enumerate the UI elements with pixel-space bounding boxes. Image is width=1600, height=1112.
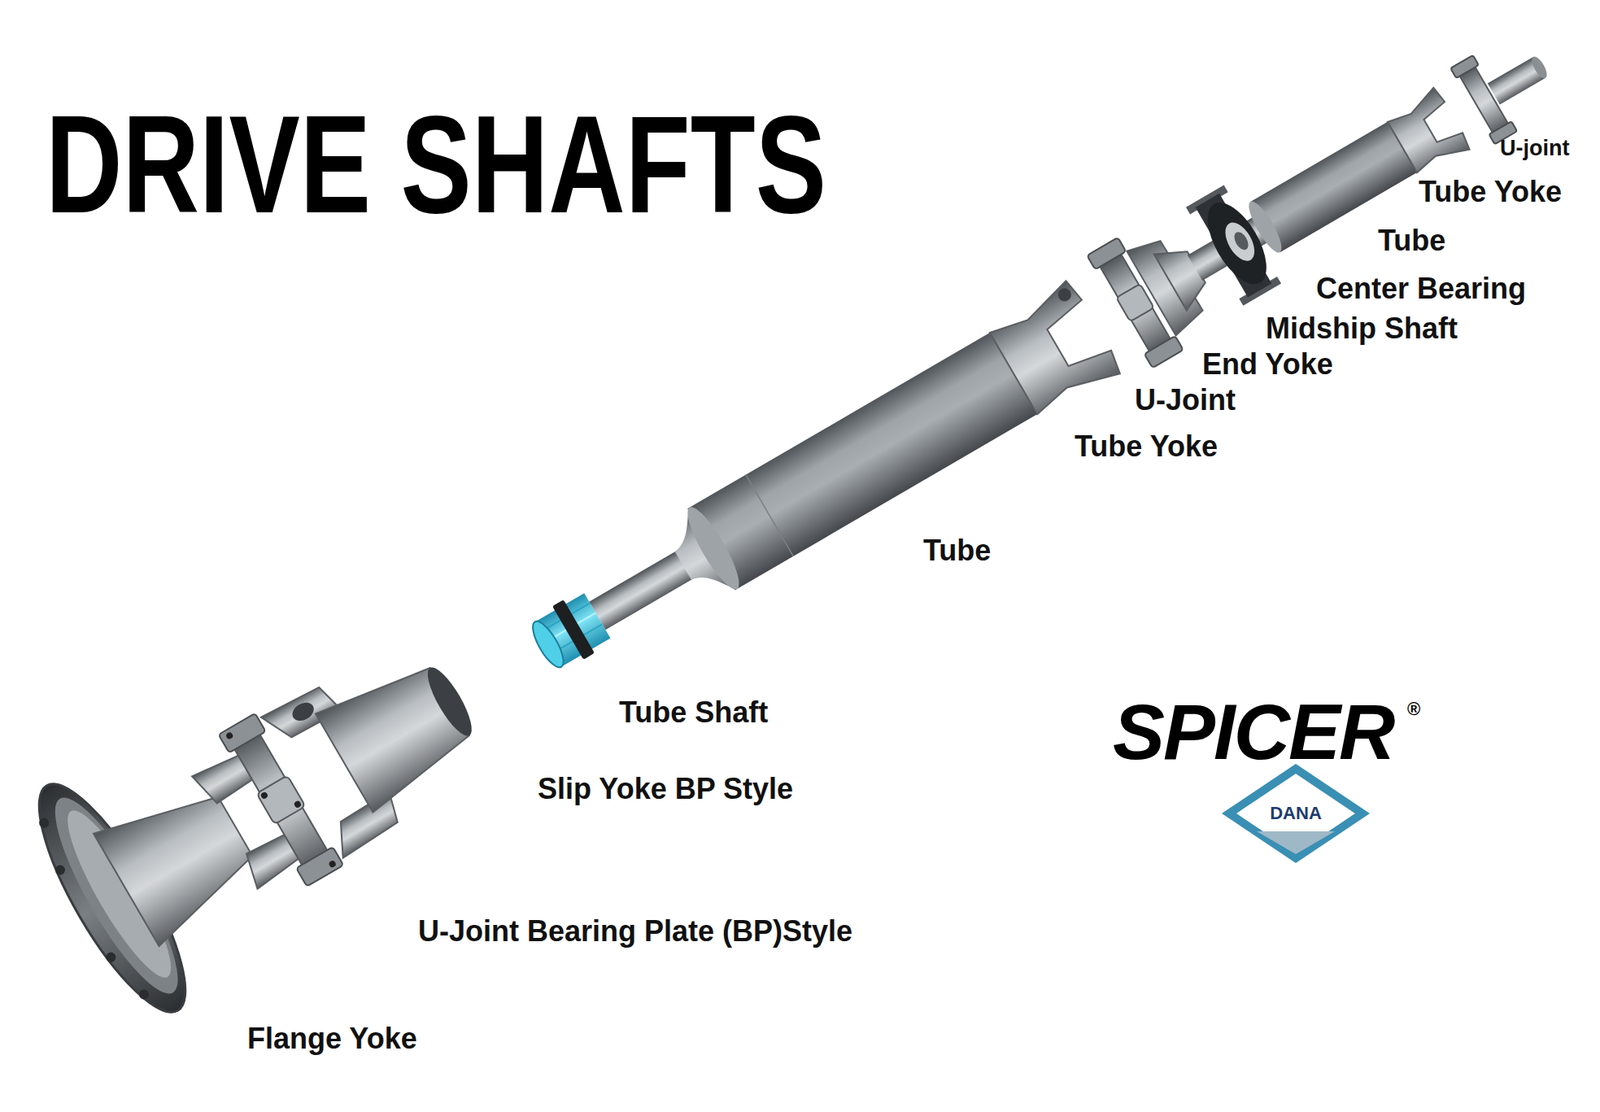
tube-yoke <box>986 279 1124 420</box>
flange-yoke <box>14 689 344 1030</box>
u-joint-bp <box>256 775 306 824</box>
u-joint <box>1450 55 1479 79</box>
dana-logo <box>1229 768 1363 859</box>
u-joint-bp <box>225 731 235 741</box>
center-bearing <box>1231 229 1252 253</box>
u-joint-bp <box>296 846 344 887</box>
tube-shaft <box>588 550 694 630</box>
tube <box>1243 197 1288 257</box>
u-joint-bp <box>259 790 269 800</box>
tube <box>687 332 1038 591</box>
end-shaft <box>1529 54 1550 81</box>
tube-shaft <box>552 599 595 660</box>
logo-text: SPICER <box>1112 684 1394 779</box>
tube-yoke <box>1384 86 1472 179</box>
flange-yoke <box>137 987 151 1001</box>
dana-logo <box>1229 768 1363 859</box>
registered-mark: ® <box>1407 698 1421 720</box>
part-label: Midship Shaft <box>1265 310 1458 346</box>
u-joint <box>1086 237 1126 270</box>
flange-yoke <box>37 815 51 829</box>
u-joint-bp <box>327 859 337 869</box>
u-joint <box>1144 335 1184 368</box>
flange-yoke <box>104 950 118 964</box>
u-joint <box>1098 252 1171 353</box>
part-label: U-Joint Bearing Plate (BP)Style <box>418 913 853 949</box>
tube <box>745 475 794 557</box>
tube-shaft <box>527 617 569 672</box>
slip-yoke <box>288 698 317 724</box>
part-label: Tube Yoke <box>1418 174 1562 210</box>
u-joint-bp <box>292 799 302 809</box>
u-joint-bp <box>218 713 345 887</box>
part-label: Tube Shaft <box>619 694 768 730</box>
u-joint <box>1116 283 1154 322</box>
tube <box>680 332 1038 595</box>
tube-yoke <box>1055 285 1074 304</box>
part-label: U-joint <box>1499 135 1570 162</box>
diagram-title: DRIVE SHAFTS <box>45 95 827 234</box>
slip-yoke <box>420 662 480 742</box>
u-joint-bp <box>232 730 331 869</box>
slip-yoke <box>315 652 479 812</box>
part-label: Flange Yoke <box>247 1020 418 1056</box>
part-label: Tube Yoke <box>1074 428 1218 464</box>
center-bearing <box>1219 217 1260 266</box>
shaft-assembly <box>14 0 1600 1029</box>
end-shaft <box>1487 54 1550 105</box>
slip-yoke <box>261 625 501 859</box>
tube-yoke <box>986 279 1124 420</box>
u-joint-bp <box>218 713 266 754</box>
part-label: Center Bearing <box>1316 270 1526 306</box>
part-label: End Yoke <box>1202 346 1334 382</box>
flange-yoke <box>93 770 268 947</box>
part-label: Tube <box>923 532 991 568</box>
part-label: Slip Yoke BP Style <box>537 771 794 807</box>
part-label: U-Joint <box>1134 382 1236 418</box>
part-label: Tube <box>1377 222 1446 258</box>
u-joint <box>1086 237 1184 368</box>
tube <box>680 501 748 595</box>
logo-text: DANA <box>1269 802 1322 824</box>
dana-logo <box>1256 831 1335 855</box>
flange-yoke <box>53 863 67 877</box>
